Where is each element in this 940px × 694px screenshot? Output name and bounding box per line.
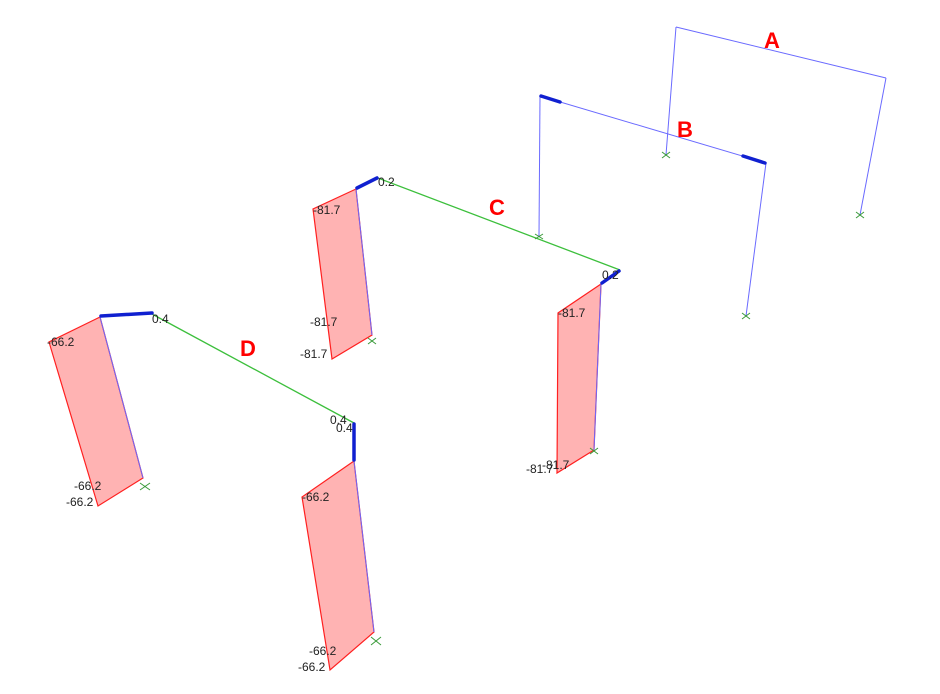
frame-d: D -66.2 -66.2 -66.2 -66.2 -66.2 -66.2 0.…: [47, 311, 382, 674]
frame-a: A: [661, 26, 887, 219]
value-label: 0.2: [378, 175, 395, 189]
value-label: -66.2: [74, 479, 102, 493]
value-label: -81.7: [310, 315, 338, 329]
frame-c-right-column: [593, 283, 602, 451]
support-icon: [855, 211, 865, 219]
support-icon: [741, 312, 751, 320]
frame-a-right-column: [859, 77, 887, 216]
frame-d-moment-left: [99, 311, 154, 318]
frame-c-moment-right: [600, 269, 621, 285]
value-label: -81.7: [526, 462, 554, 476]
value-label: 0.4: [330, 413, 347, 427]
frame-c-beam: [377, 177, 621, 271]
value-label: -81.7: [300, 347, 328, 361]
frame-a-label: A: [764, 28, 780, 53]
value-label: -66.2: [47, 335, 75, 349]
frame-c-left-column: [355, 188, 373, 336]
value-label: -81.7: [558, 306, 586, 320]
frame-b-label: B: [677, 117, 693, 142]
frame-b-moment-left: [539, 94, 562, 104]
support-icon: [589, 447, 599, 455]
value-label: -81.7: [542, 458, 570, 472]
support-icon: [661, 151, 671, 159]
value-label: -66.2: [298, 660, 326, 674]
frame-d-beam: [151, 313, 355, 424]
value-label: 0.4: [336, 421, 353, 435]
frame-b: B: [538, 94, 767, 320]
support-icon: [367, 337, 377, 345]
frame-b-beam: [539, 95, 767, 164]
frame-d-label: D: [240, 336, 256, 361]
frame-b-left-column: [538, 95, 541, 237]
value-label: -81.7: [313, 203, 341, 217]
frame-a-beam: [675, 26, 887, 79]
support-icon: [370, 636, 382, 646]
support-icon: [139, 482, 151, 491]
value-label: -66.2: [302, 490, 330, 504]
value-label: -66.2: [66, 495, 94, 509]
frame-c-moment-left: [355, 176, 379, 190]
frame-d-left-column: [99, 316, 144, 479]
frame-b-right-column: [745, 162, 767, 317]
value-label: 0.4: [152, 312, 169, 326]
support-icon: [534, 233, 544, 240]
frame-b-moment-right: [741, 154, 767, 165]
frame-c-label: C: [489, 195, 505, 220]
frame-c: C -81.7 -81.7 -81.7 -81.7 -81.7 -81.7 0.…: [300, 175, 621, 476]
frame-d-right-column: [353, 460, 375, 633]
value-label: 0.2: [602, 268, 619, 282]
value-label: -66.2: [309, 644, 337, 658]
